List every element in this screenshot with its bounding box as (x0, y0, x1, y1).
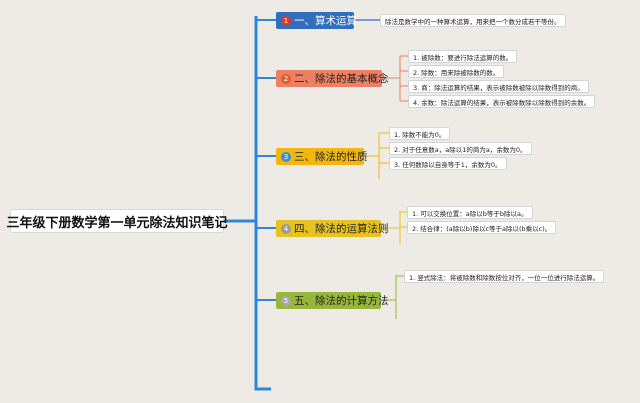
number-badge-icon: 3 (281, 151, 291, 162)
number-badge-icon: 4 (281, 223, 291, 234)
leaf-topic[interactable]: 2. 除数：用来除被除数的数。 (408, 65, 505, 78)
root-topic[interactable]: 三年级下册数学第一单元除法知识笔记 (7, 209, 228, 233)
number-badge-icon: 1 (281, 15, 291, 26)
branch-label: 二、除法的基本概念 (294, 73, 389, 85)
leaf-topic[interactable]: 4. 余数：除法运算的结果，表示被除数除以除数得到的余数。 (408, 95, 596, 108)
leaf-topic[interactable]: 2. 结合律：(a除以b)除以c等于a除以(b乘以c)。 (407, 221, 557, 234)
number-badge-icon: 2 (281, 73, 291, 84)
branch-topic-basic-concepts[interactable]: 2 二、除法的基本概念 (276, 70, 389, 87)
leaf-topic[interactable]: 3. 任何数除以自身等于1，余数为0。 (389, 157, 507, 170)
leaf-topic[interactable]: 2. 对于任意数a，a除以1的商为a，余数为0。 (389, 142, 532, 155)
leaf-topic[interactable]: 1. 可以交换位置：a除以b等于b除以a。 (407, 206, 533, 219)
branch-label: 五、除法的计算方法 (294, 295, 389, 307)
branch-topic-arithmetic[interactable]: 1 一、算术运算 (276, 12, 357, 29)
leaf-topic[interactable]: 1. 除数不能为0。 (389, 127, 451, 140)
branch-topic-properties[interactable]: 3 三、除法的性质 (276, 148, 368, 165)
branch-topic-calculation[interactable]: 5 五、除法的计算方法 (276, 292, 389, 309)
leaf-topic[interactable]: 除法是数学中的一种算术运算，用来把一个数分成若干等份。 (380, 14, 566, 27)
branch-label: 四、除法的运算法则 (294, 223, 389, 235)
branch-label: 三、除法的性质 (294, 151, 368, 163)
branch-label: 一、算术运算 (294, 15, 357, 27)
number-badge-icon: 5 (281, 295, 291, 306)
branch-topic-rules[interactable]: 4 四、除法的运算法则 (276, 220, 389, 237)
leaf-topic[interactable]: 1. 竖式除法：将被除数和除数按位对齐，一位一位进行除法运算。 (404, 270, 605, 283)
leaf-topic[interactable]: 3. 商：除法运算的结果，表示被除数被除以除数得到的商。 (408, 80, 589, 93)
leaf-topic[interactable]: 1. 被除数：要进行除法运算的数。 (408, 50, 518, 63)
